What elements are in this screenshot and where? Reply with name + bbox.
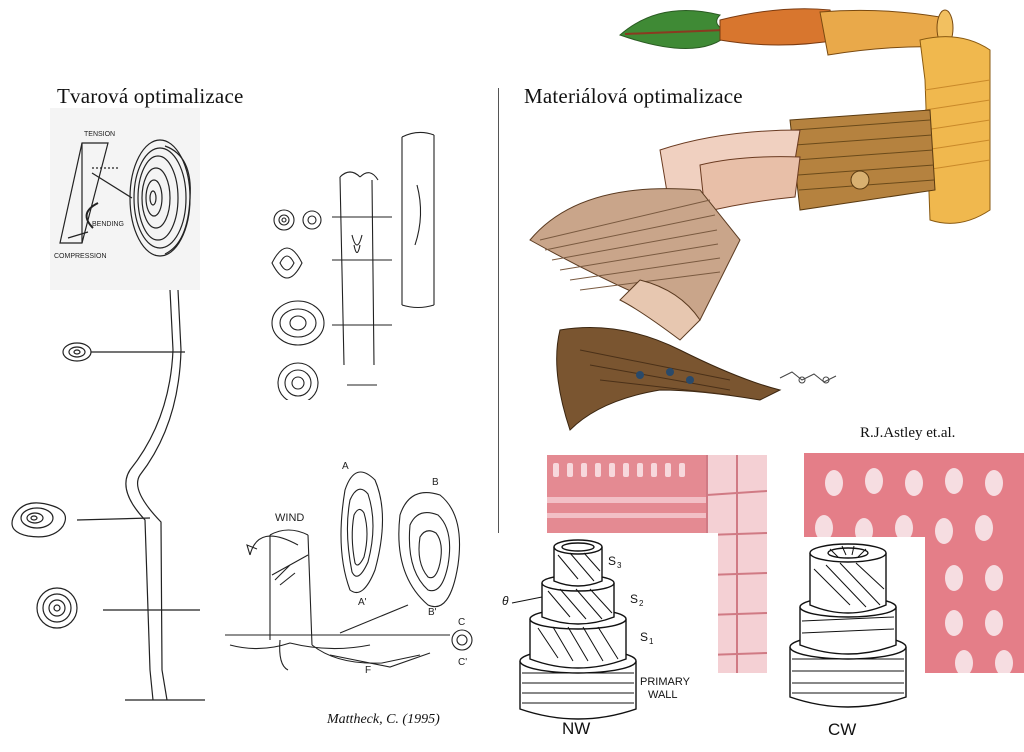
s2-sub-label: 2 bbox=[639, 599, 644, 608]
label-b-prime: B' bbox=[428, 607, 437, 618]
label-c: C bbox=[458, 617, 465, 628]
wall-label: WALL bbox=[648, 689, 678, 701]
left-credit: Mattheck, C. (1995) bbox=[327, 712, 440, 727]
s2-label: S bbox=[630, 592, 638, 606]
nw-cell-wall-diagram: S 3 S 2 S 1 θ PRIMARY WALL NW bbox=[498, 533, 718, 747]
tension-label: TENSION bbox=[84, 131, 115, 138]
curved-stem-sketch bbox=[5, 289, 215, 712]
label-a-prime: A' bbox=[358, 597, 367, 608]
leaf-shape bbox=[619, 10, 731, 49]
primary-label: PRIMARY bbox=[640, 676, 691, 688]
left-panel-title: Tvarová optimalizace bbox=[57, 84, 244, 108]
s3-label: S bbox=[608, 554, 616, 568]
cw-cell-wall-diagram: CW bbox=[780, 537, 925, 747]
nw-label: NW bbox=[562, 719, 590, 738]
s1-label: S bbox=[640, 630, 648, 644]
wood-hierarchy-illustration bbox=[520, 0, 1024, 440]
s3-sub-label: 3 bbox=[617, 561, 622, 570]
forked-stem-sketch bbox=[262, 125, 462, 404]
cw-label: CW bbox=[828, 720, 856, 739]
label-b: B bbox=[432, 477, 439, 488]
bending-label: BENDING bbox=[92, 221, 124, 228]
label-f: F bbox=[365, 665, 371, 676]
right-credit: R.J.Astley et.al. bbox=[860, 425, 956, 441]
log-block-shape bbox=[919, 36, 991, 224]
compression-label: COMPRESSION bbox=[54, 253, 107, 260]
wind-label: WIND bbox=[275, 512, 304, 524]
wind-sketch: WIND A A' B B' C C' F bbox=[220, 455, 480, 695]
label-c-prime: C' bbox=[458, 657, 467, 668]
s1-sub-label: 1 bbox=[649, 637, 654, 646]
theta-label: θ bbox=[502, 594, 509, 608]
cell-wall-fan-shape bbox=[529, 188, 741, 321]
label-a: A bbox=[342, 461, 349, 472]
right-panel-title: Materiálová optimalizace bbox=[524, 84, 743, 108]
panel-divider bbox=[498, 88, 499, 743]
tension-bending-sketch: TENSION BENDING COMPRESSION bbox=[50, 108, 200, 290]
